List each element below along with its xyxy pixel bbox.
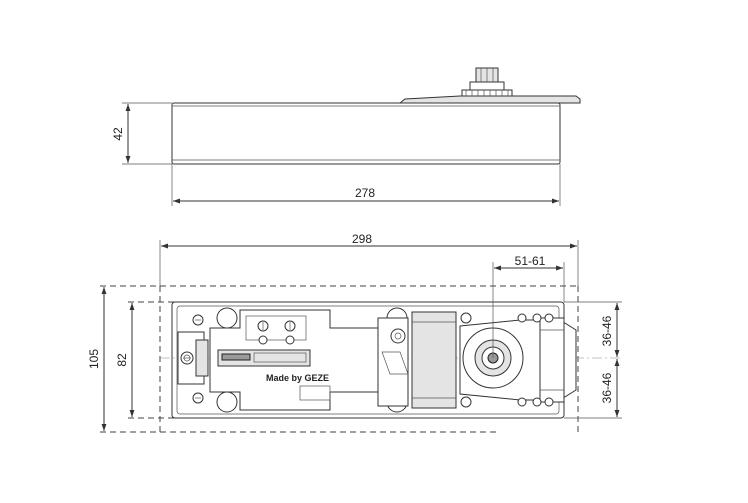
screw-top-right-a (517, 313, 527, 323)
boss-bottom-left (216, 391, 238, 413)
side-view-body (171, 102, 561, 165)
screw-bottom-right-c (544, 397, 554, 407)
boss-top-left (216, 307, 238, 329)
spindle-side (461, 67, 513, 97)
height-dimension-label: 42 (111, 127, 125, 141)
upper-offset-dimension-label: 36-46 (600, 315, 614, 346)
left-adjustment-block (177, 331, 209, 385)
inner-width-dimension-label: 82 (115, 353, 129, 367)
valve-screws (257, 320, 296, 345)
side-view-top-plate (398, 95, 581, 104)
spindle-offset-dimension-label: 51-61 (515, 254, 546, 268)
spring-housing (411, 311, 457, 409)
barcode-strip (221, 353, 251, 361)
side-length-dimension-label: 278 (355, 186, 375, 200)
top-length-dimension-label: 298 (352, 232, 372, 246)
cam-screw (390, 328, 406, 344)
brand-label: Made by GEZE (266, 373, 329, 383)
outer-width-dimension-label: 105 (87, 349, 101, 369)
side-view: 42 278 (111, 67, 581, 206)
spindle-top (459, 317, 577, 403)
screw-bottom-right-b (532, 397, 542, 407)
screw-bottom-right-a (517, 397, 527, 407)
screw-top-right-c (544, 313, 554, 323)
lower-offset-dimension-label: 36-46 (600, 372, 614, 403)
screw-top-right-b (532, 313, 542, 323)
top-view: Made by GEZE (87, 232, 622, 433)
